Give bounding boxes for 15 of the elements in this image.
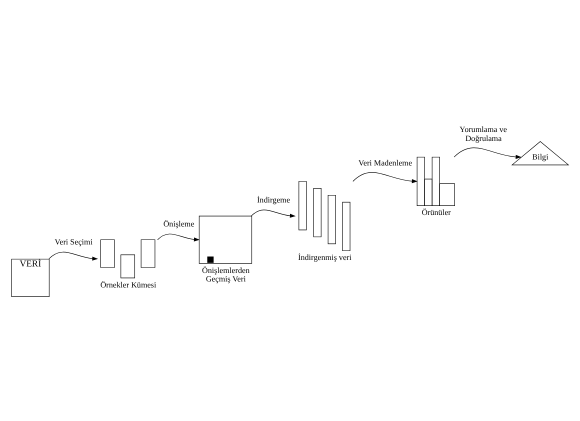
edge-label: Önişleme (163, 219, 194, 228)
arrow (250, 209, 296, 218)
arrow (48, 251, 98, 260)
node-label: Önişlemlerden Geçmiş Veri (202, 265, 250, 283)
edge-label: Yorumlama ve Doğrulama (460, 124, 507, 142)
arrow (352, 172, 418, 183)
edge-label: İndirgeme (256, 194, 290, 204)
arrow (454, 147, 522, 158)
edge-label: Veri Seçimi (54, 236, 93, 246)
node-label: Örnekler Kümesi (100, 280, 156, 289)
node-label: İndirgenmiş veri (298, 252, 352, 262)
node-label: Örünüler (422, 208, 451, 217)
arrow (157, 233, 200, 241)
edge-label: Veri Madenleme (358, 158, 412, 167)
node-box: VERİ (11, 258, 50, 296)
